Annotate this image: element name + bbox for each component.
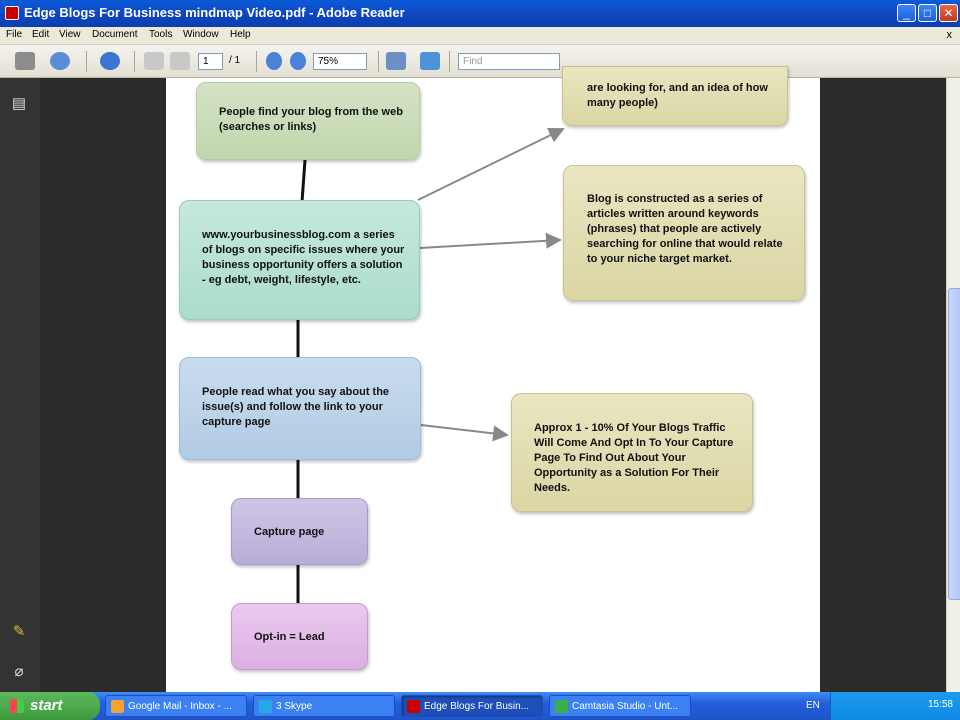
mindmap-node-find-blog: People find your blog from the web (sear… bbox=[196, 82, 420, 160]
toolbar-separator bbox=[449, 51, 450, 72]
menu-tools[interactable]: Tools bbox=[149, 29, 173, 40]
start-button[interactable]: start bbox=[0, 692, 100, 720]
mindmap-note-optin-rate: Approx 1 - 10% Of Your Blogs Traffic Wil… bbox=[511, 393, 753, 512]
task-google-mail[interactable]: Google Mail - Inbox - ... bbox=[105, 695, 247, 717]
zoom-out-icon[interactable] bbox=[266, 52, 282, 70]
close-button[interactable]: ✕ bbox=[939, 4, 958, 22]
minimize-button[interactable]: _ bbox=[897, 4, 916, 22]
center-connector bbox=[300, 159, 307, 203]
comments-icon[interactable]: ✎ bbox=[12, 623, 26, 640]
task-adobe-reader[interactable]: Edge Blogs For Busin... bbox=[401, 695, 543, 717]
arrow-to-keyword-box bbox=[417, 127, 565, 201]
skype-icon bbox=[259, 700, 272, 713]
window-title: Edge Blogs For Business mindmap Video.pd… bbox=[24, 5, 405, 20]
attachments-icon[interactable]: ⌀ bbox=[14, 663, 24, 680]
browser-icon bbox=[111, 700, 124, 713]
maximize-button[interactable]: □ bbox=[918, 4, 937, 22]
find-input[interactable]: Find bbox=[458, 53, 560, 70]
zoom-select[interactable]: 75% bbox=[313, 53, 367, 70]
full-screen-icon[interactable] bbox=[420, 52, 440, 70]
task-label: Google Mail - Inbox - ... bbox=[128, 701, 232, 712]
camtasia-icon bbox=[555, 700, 568, 713]
windows-logo-icon bbox=[10, 699, 24, 713]
scrollbar-thumb[interactable] bbox=[948, 288, 960, 600]
menu-bar: File Edit View Document Tools Window Hel… bbox=[0, 27, 960, 45]
page-total: / 1 bbox=[229, 55, 241, 66]
pages-icon[interactable]: ▤ bbox=[11, 95, 27, 112]
vertical-scrollbar[interactable] bbox=[946, 78, 960, 692]
menu-edit[interactable]: Edit bbox=[32, 29, 50, 40]
zoom-in-icon[interactable] bbox=[290, 52, 306, 70]
print-icon[interactable] bbox=[15, 52, 35, 70]
system-tray: 15:58 bbox=[830, 692, 960, 720]
clock[interactable]: 15:58 bbox=[927, 699, 953, 710]
fit-page-icon[interactable] bbox=[386, 52, 406, 70]
mindmap-note-articles: Blog is constructed as a series of artic… bbox=[563, 165, 805, 301]
toolbar-separator bbox=[86, 51, 87, 72]
adobe-reader-icon bbox=[5, 6, 19, 20]
task-label: 3 Skype bbox=[276, 701, 313, 712]
menu-window[interactable]: Window bbox=[183, 29, 219, 40]
title-bar: Edge Blogs For Business mindmap Video.pd… bbox=[0, 0, 960, 27]
task-label: Camtasia Studio - Unt... bbox=[572, 701, 679, 712]
task-skype[interactable]: 3 Skype bbox=[253, 695, 395, 717]
document-close-icon[interactable]: x bbox=[946, 29, 953, 41]
toolbar: 1 / 1 75% Find bbox=[0, 45, 960, 78]
start-label: start bbox=[30, 697, 63, 714]
page-number-input[interactable]: 1 bbox=[198, 53, 223, 70]
task-label: Edge Blogs For Busin... bbox=[424, 701, 530, 712]
email-icon[interactable] bbox=[50, 52, 70, 70]
navigation-pane: ▤ ✎ ⌀ bbox=[0, 78, 40, 692]
language-indicator[interactable]: EN bbox=[806, 700, 820, 711]
task-camtasia[interactable]: Camtasia Studio - Unt... bbox=[549, 695, 691, 717]
mindmap-node-blog-site: www.yourbusinessblog.com a series of blo… bbox=[179, 200, 420, 320]
arrow-to-optin-box bbox=[420, 424, 509, 442]
previous-page-icon[interactable] bbox=[144, 52, 164, 70]
next-page-icon[interactable] bbox=[170, 52, 190, 70]
menu-file[interactable]: File bbox=[6, 29, 23, 40]
mindmap-node-read-follow: People read what you say about the issue… bbox=[179, 357, 421, 460]
toolbar-separator bbox=[256, 51, 257, 72]
collaborate-icon[interactable] bbox=[100, 52, 120, 70]
taskbar: start Google Mail - Inbox - ... 3 Skype … bbox=[0, 692, 960, 720]
menu-help[interactable]: Help bbox=[230, 29, 251, 40]
mindmap-node-optin-lead: Opt-in = Lead bbox=[231, 603, 368, 670]
toolbar-separator bbox=[134, 51, 135, 72]
mindmap-node-capture-page: Capture page bbox=[231, 498, 368, 565]
menu-view[interactable]: View bbox=[59, 29, 81, 40]
mindmap-note-keyword-research: are looking for, and an idea of how many… bbox=[562, 66, 788, 126]
pdf-icon bbox=[407, 700, 420, 713]
menu-document[interactable]: Document bbox=[92, 29, 138, 40]
arrow-to-articles-box bbox=[419, 232, 562, 249]
toolbar-separator bbox=[378, 51, 379, 72]
